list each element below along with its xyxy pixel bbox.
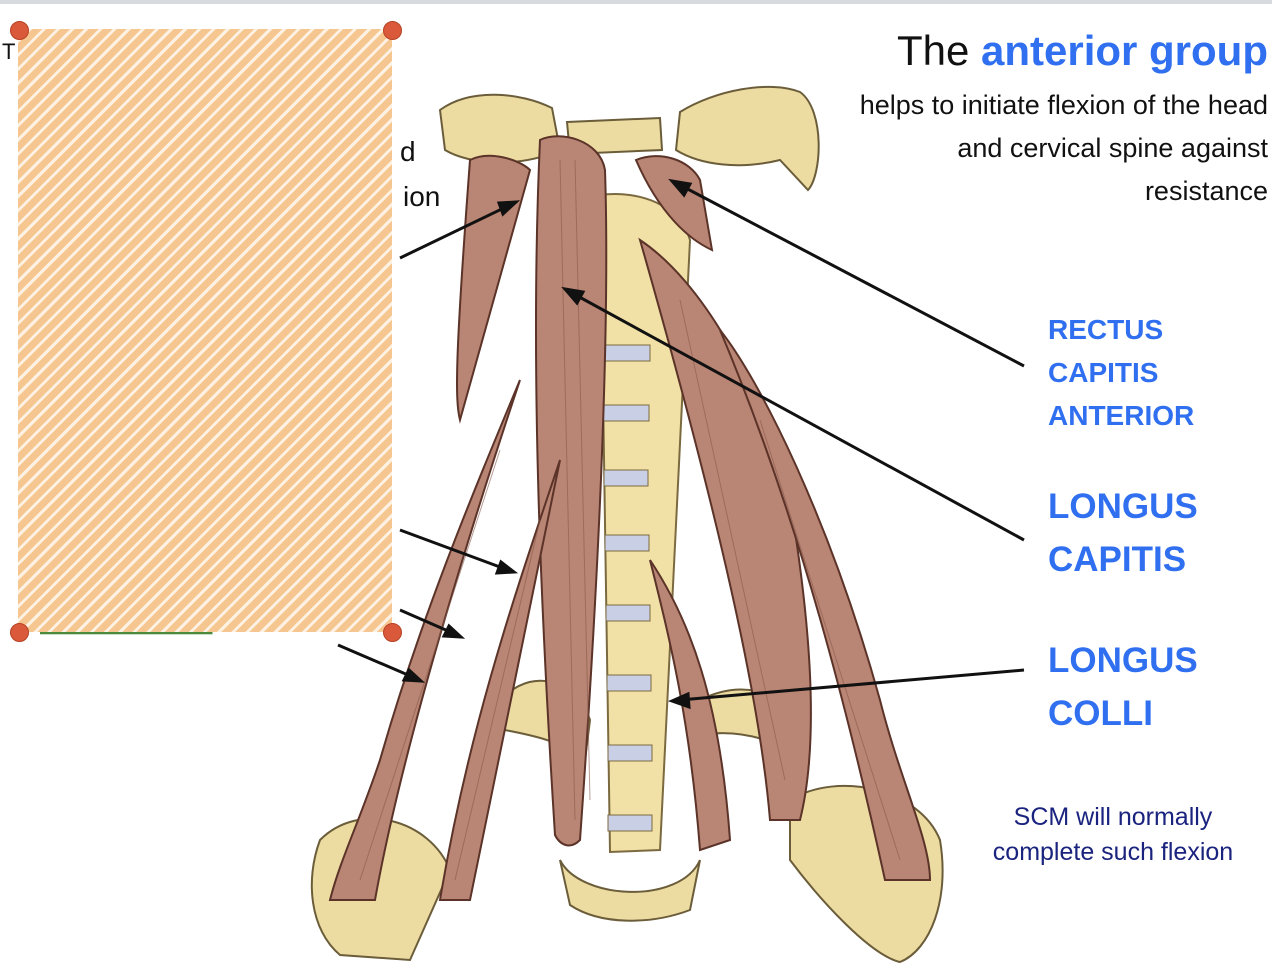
label-rectus-capitis-anterior: RECTUS CAPITIS ANTERIOR: [1048, 308, 1194, 437]
label-line: CAPITIS: [1048, 540, 1187, 579]
label-line: ANTERIOR: [1048, 400, 1195, 431]
slide-subtitle: helps to initiate flexion of the head an…: [859, 90, 1268, 206]
label-line: LONGUS: [1048, 641, 1198, 680]
label-line: RECTUS: [1048, 314, 1164, 345]
resize-handle-top-left[interactable]: [10, 21, 29, 40]
title-prefix: The: [896, 27, 981, 74]
hidden-text-fragment: T: [2, 39, 16, 64]
slide-title: The anterior group: [897, 26, 1268, 76]
label-line: CAPITIS: [1048, 357, 1159, 388]
cervical-spine: [598, 193, 692, 854]
resize-handle-top-right[interactable]: [383, 21, 402, 40]
title-accent: anterior group: [980, 27, 1268, 74]
leader-lines: [337, 178, 1025, 710]
resize-handle-bottom-left[interactable]: [10, 623, 29, 642]
hidden-text-fragment-ion: ion: [403, 181, 441, 212]
skull-base-bones: [438, 85, 820, 192]
muscles: [328, 135, 932, 901]
resize-handle-bottom-right[interactable]: [383, 623, 402, 642]
scm-note: SCM will normally complete such flexion: [992, 803, 1234, 866]
label-longus-capitis: LONGUS CAPITIS: [1048, 480, 1198, 586]
hidden-text-fragment-d: d: [400, 136, 416, 167]
selected-placeholder-shape[interactable]: [18, 29, 392, 632]
label-longus-colli: LONGUS COLLI: [1048, 634, 1198, 740]
window-top-border: [0, 0, 1272, 4]
label-line: LONGUS: [1048, 487, 1198, 526]
muscle-fiber-lines: [359, 159, 901, 881]
label-line: COLLI: [1048, 694, 1153, 733]
